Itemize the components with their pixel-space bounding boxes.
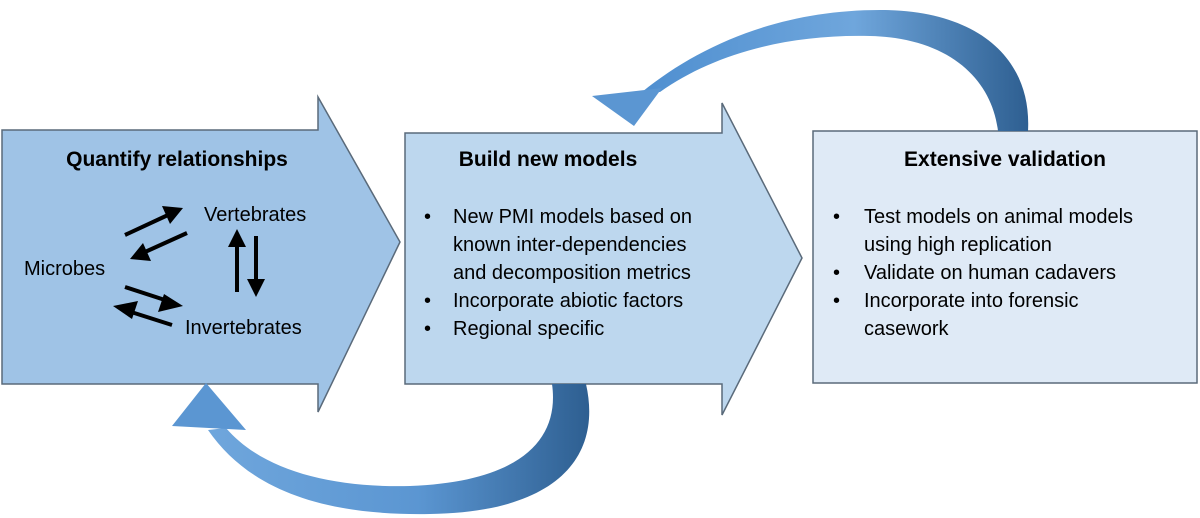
stage3-bullet-line: Incorporate into forensic [864,290,1079,312]
stage3-box [812,130,1198,384]
stage2-bullet-line: Incorporate abiotic factors [453,290,683,312]
vertebrates-label: Vertebrates [204,204,306,226]
stage2-bullet-list: • New PMI models based on known inter-depe… [424,206,692,340]
invertebrates-label: Invertebrates [185,317,302,339]
invertebrates-to-microbes-arrow-icon [113,301,173,327]
vertebrates-to-invertebrates-arrow-icon [247,236,265,297]
stage2-arrow-shape [404,102,803,416]
stage2-bullet-dot: • [424,290,431,312]
stage3-bullet-line: casework [864,318,949,340]
stage3-bullet-line: Test models on animal models [864,206,1133,228]
bottom-curved-feedback-arrow-icon [172,383,590,515]
stage1-title: Quantify relationships [66,148,288,171]
relationship-arrows [113,206,265,327]
stage2-bullet-dot: • [424,206,431,228]
stage3-bullet-line: Validate on human cadavers [864,262,1116,284]
stage2-bullet-line: and decomposition metrics [453,262,691,284]
invertebrates-to-vertebrates-arrow-icon [228,229,246,292]
stage3-bullet-list: • Test models on animal models using high … [833,206,1133,340]
stage3-title: Extensive validation [904,148,1106,171]
stage2-bullet-line: known inter-dependencies [453,234,687,256]
stage2-bullet-line: New PMI models based on [453,206,692,228]
top-curved-feedback-arrow-icon [592,10,1029,131]
microbes-to-vertebrates-arrow-icon [124,206,183,237]
stage2-bullet-line: Regional specific [453,318,604,340]
stage2-bullet-dot: • [424,318,431,340]
stage1-arrow-shape [1,94,401,413]
vertebrates-to-microbes-arrow-icon [130,231,188,261]
stage3-bullet-dot: • [833,290,840,312]
microbes-label: Microbes [24,258,105,280]
stage3-bullet-line: using high replication [864,234,1052,256]
stage3-bullet-dot: • [833,262,840,284]
microbes-to-invertebrates-arrow-icon [124,285,183,312]
stage2-title: Build new models [459,148,638,171]
stage3-bullet-dot: • [833,206,840,228]
